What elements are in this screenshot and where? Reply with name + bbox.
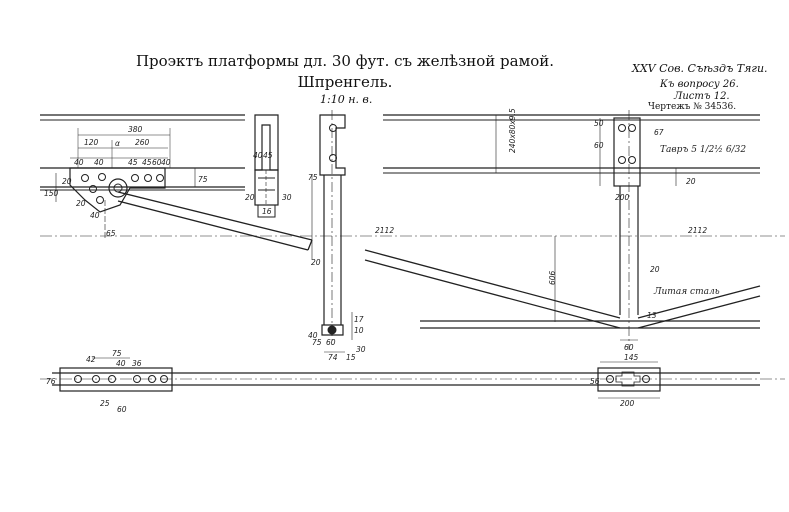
- sheet-label: Листъ 12.: [674, 91, 730, 102]
- plan-dim-76: 76: [46, 377, 56, 386]
- plate-dim-67: 67: [654, 128, 664, 137]
- drawing-subtitle: Шпренгель.: [297, 73, 393, 91]
- plan-dim-36: 36: [132, 359, 142, 368]
- cross-section-view: 40 45 20 30 16 75 20 60 75 17 10 74 15: [245, 110, 366, 362]
- post-dim-20: 20: [686, 177, 696, 186]
- post-dim-200: 200: [615, 193, 630, 202]
- channel-dim: 240x80x9.5: [508, 108, 517, 153]
- post-dim-20b: 20: [650, 265, 660, 274]
- dim-65: 65: [106, 229, 116, 238]
- left-elevation-view: 380 120 260 α 40 40 45 45 60 40 75 150 2…: [40, 114, 785, 251]
- sec-dim-40: 40: [253, 151, 263, 160]
- plan-dim-75: 75: [112, 349, 122, 358]
- post-dim-60: 60: [624, 343, 634, 352]
- dim-120: 120: [84, 138, 99, 147]
- hanger-dim-30: 30: [356, 345, 366, 354]
- dim-45b: 45: [142, 158, 152, 167]
- drawing-number-label: Чертежъ № 34536.: [648, 102, 737, 112]
- dim-40d: 40: [90, 211, 100, 220]
- dim-40a: 40: [74, 158, 84, 167]
- hanger-dim-15: 15: [346, 353, 356, 362]
- plan-dim-42: 42: [86, 355, 96, 364]
- span-dim-left: 2112: [375, 226, 394, 235]
- plan-dim-200: 200: [620, 399, 635, 408]
- post-dim-13: 13: [647, 311, 657, 320]
- hanger-dim-20: 20: [311, 258, 321, 267]
- height-dim-606: 606: [548, 270, 557, 285]
- hanger-dim-74: 74: [328, 353, 338, 362]
- hanger-dim-10: 10: [354, 326, 364, 335]
- sec-dim-20: 20: [245, 193, 255, 202]
- span-dim-right: 2112: [688, 226, 707, 235]
- sec-dim-45: 45: [263, 151, 273, 160]
- cast-steel-label: Литая сталь: [653, 287, 720, 297]
- dim-20b: 20: [76, 199, 86, 208]
- hanger-dim-17: 17: [354, 315, 364, 324]
- dim-75: 75: [198, 175, 208, 184]
- dim-40b: 40: [94, 158, 104, 167]
- hanger-dim-75b: 75: [312, 338, 322, 347]
- plan-view: 75 42 40 36 76 25 60 145 56 200: [40, 349, 785, 414]
- plan-dim-145: 145: [624, 353, 639, 362]
- hanger-dim-75: 75: [308, 173, 318, 182]
- tee-section-label: Тавръ 5 1/2½ 6/32: [660, 144, 746, 155]
- drawing-scale: 1:10 н. в.: [320, 93, 373, 106]
- plan-dim-60: 60: [117, 405, 127, 414]
- question-label: Къ вопросу 26.: [660, 79, 739, 90]
- plan-dim-25: 25: [100, 399, 110, 408]
- plan-dim-40: 40: [116, 359, 126, 368]
- plate-dim-50: 50: [594, 119, 604, 128]
- dim-60: 60: [152, 158, 162, 167]
- dim-alpha: α: [115, 139, 120, 148]
- dim-45a: 45: [128, 158, 138, 167]
- dim-20a: 20: [62, 177, 72, 186]
- drawing-title: Проэктъ платформы дл. 30 фут. съ желѣзно…: [135, 52, 555, 70]
- hanger-dim-40: 40: [308, 331, 318, 340]
- right-elevation-view: 2112 2112 50 60 67 240x80x9.5 20 606 20 …: [364, 108, 761, 352]
- dim-380: 380: [128, 125, 143, 134]
- congress-label: XXV Сов. Съѣздъ Тяги.: [632, 62, 768, 75]
- hanger-dim-60: 60: [326, 338, 336, 347]
- plan-dim-56: 56: [590, 377, 600, 386]
- plate-dim-60: 60: [594, 141, 604, 150]
- dim-150: 150: [44, 189, 59, 198]
- sec-dim-16: 16: [262, 207, 272, 216]
- dim-260: 260: [135, 138, 150, 147]
- dim-40c: 40: [161, 158, 171, 167]
- sec-dim-30: 30: [282, 193, 292, 202]
